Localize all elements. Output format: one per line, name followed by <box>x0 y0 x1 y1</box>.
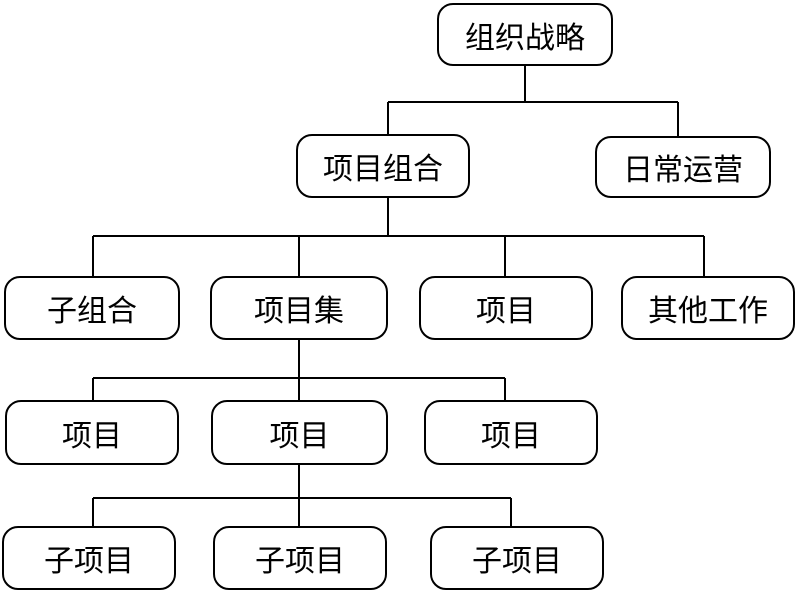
connector-portfolio <box>92 198 705 276</box>
node-program: 项目集 <box>210 276 388 340</box>
connector-strategy <box>387 66 679 136</box>
node-strategy: 组织战略 <box>437 3 613 66</box>
node-operations: 日常运营 <box>595 136 771 198</box>
node-other-work: 其他工作 <box>621 276 795 340</box>
node-program-project-1: 项目 <box>5 400 179 465</box>
node-project: 项目 <box>419 276 593 340</box>
node-subproject-2: 子项目 <box>213 526 387 590</box>
node-program-project-2: 项目 <box>211 400 388 465</box>
node-sub-portfolio: 子组合 <box>4 276 180 340</box>
node-program-project-3: 项目 <box>424 400 598 465</box>
node-portfolio: 项目组合 <box>296 134 470 198</box>
connector-program <box>92 340 506 400</box>
connector-project <box>92 465 512 526</box>
node-subproject-3: 子项目 <box>430 526 604 590</box>
node-subproject-1: 子项目 <box>2 526 176 590</box>
